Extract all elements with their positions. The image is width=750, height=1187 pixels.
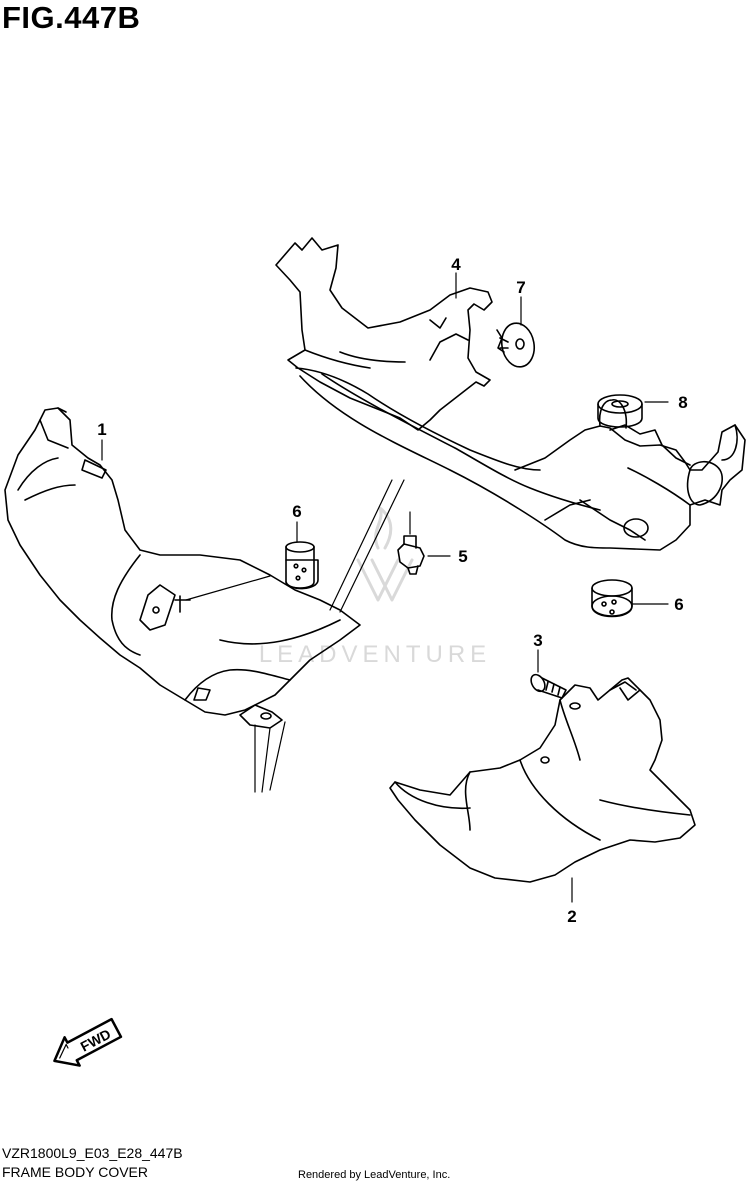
callout-1: 1: [97, 420, 106, 439]
fwd-arrow-icon: FWD: [53, 1017, 123, 1067]
part-6-grommet-left[interactable]: [285, 541, 319, 590]
part-2-lower-cover[interactable]: [389, 677, 696, 883]
rendered-by-footer: Rendered by LeadVenture, Inc.: [298, 1169, 451, 1181]
callout-leaders: [101, 272, 669, 903]
part-5-clip[interactable]: [397, 535, 425, 575]
part-6-grommet-right[interactable]: [591, 579, 633, 618]
watermark-logo: [356, 506, 414, 602]
figure-model-code: VZR1800L9_E03_E28_447B: [2, 1145, 183, 1161]
callout-3: 3: [533, 631, 542, 650]
part-8-cushion[interactable]: [597, 394, 643, 428]
part-1-left-cover[interactable]: [4, 407, 361, 729]
callout-5: 5: [458, 547, 467, 566]
callout-6-right: 6: [674, 595, 683, 614]
part-3-screw[interactable]: [528, 672, 567, 699]
part-7-rivet[interactable]: [496, 321, 538, 370]
figure-name: FRAME BODY COVER: [2, 1164, 148, 1180]
callout-7: 7: [516, 278, 525, 297]
part-4-upper-cover[interactable]: [275, 237, 746, 551]
watermark-text: LEADVENTURE: [259, 641, 491, 668]
figure-title: FIG.447B: [2, 0, 141, 35]
callout-6-left: 6: [292, 502, 301, 521]
callout-4: 4: [451, 255, 461, 274]
callout-2: 2: [567, 907, 576, 926]
callout-8: 8: [678, 393, 687, 412]
